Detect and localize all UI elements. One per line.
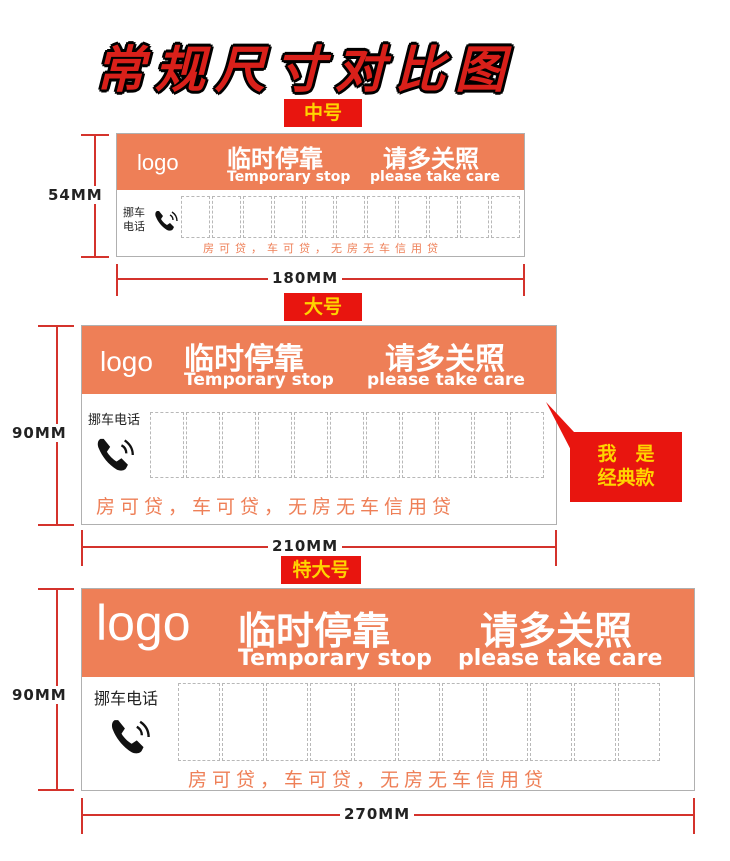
- width-label-xlarge: 270MM: [340, 805, 415, 823]
- digit-slot[interactable]: [366, 412, 400, 478]
- digit-slot[interactable]: [402, 412, 436, 478]
- digit-slot[interactable]: [305, 196, 334, 238]
- card-header: logo 临时停靠 请多关照 Temporary stop please tak…: [82, 589, 694, 677]
- header-cn-b: 请多关照: [385, 342, 505, 377]
- header-cn-a: 临时停靠: [227, 145, 323, 173]
- digit-slot[interactable]: [294, 412, 328, 478]
- card-header: logo 临时停靠 请多关照 Temporary stop please tak…: [117, 134, 524, 190]
- dim-tick: [38, 789, 74, 791]
- digit-slot[interactable]: [181, 196, 210, 238]
- card-large: logo 临时停靠 请多关照 Temporary stop please tak…: [81, 325, 557, 525]
- dim-tick: [81, 798, 83, 834]
- logo-text: logo: [100, 346, 153, 377]
- header-en-b: please take care: [370, 169, 501, 185]
- logo-text: logo: [137, 150, 179, 175]
- digit-slot[interactable]: [243, 196, 272, 238]
- size-tag-large: 大号: [284, 293, 362, 321]
- header-cn-a: 临时停靠: [238, 609, 391, 653]
- digit-slot[interactable]: [442, 683, 484, 761]
- digit-slot[interactable]: [186, 412, 220, 478]
- dim-tick: [555, 530, 557, 566]
- footer-slogan: 房可贷，车可贷，无房无车信用贷: [188, 769, 549, 791]
- callout-line2: 经典款: [597, 467, 655, 489]
- digit-slot[interactable]: [274, 196, 303, 238]
- call-label: 挪车电话: [88, 413, 141, 428]
- dim-tick: [523, 264, 525, 296]
- digit-slot[interactable]: [354, 683, 396, 761]
- classic-badge: 我 是 经典款: [570, 432, 682, 502]
- digit-slot[interactable]: [222, 683, 264, 761]
- digit-slot[interactable]: [222, 412, 256, 478]
- digit-slot[interactable]: [491, 196, 520, 238]
- phone-icon: [97, 438, 134, 471]
- call-label-line1: 挪车: [123, 206, 145, 219]
- height-label-large: 90MM: [12, 424, 67, 442]
- dim-tick: [116, 264, 118, 296]
- height-label-xlarge: 90MM: [12, 686, 67, 704]
- digit-slot[interactable]: [266, 683, 308, 761]
- digit-slot[interactable]: [330, 412, 364, 478]
- digit-slot[interactable]: [474, 412, 508, 478]
- digit-slot[interactable]: [258, 412, 292, 478]
- header-en-a: Temporary stop: [184, 370, 334, 390]
- digit-slot[interactable]: [398, 683, 440, 761]
- call-label-line2: 电话: [123, 220, 145, 233]
- header-cn-a: 临时停靠: [184, 342, 304, 377]
- phone-number-slots: [178, 683, 660, 761]
- header-en-b: please take care: [458, 646, 663, 671]
- header-en-a: Temporary stop: [227, 169, 351, 185]
- height-label-medium: 54MM: [48, 186, 103, 204]
- phone-number-slots: [150, 412, 544, 478]
- digit-slot[interactable]: [574, 683, 616, 761]
- dim-tick: [81, 530, 83, 566]
- page-title: 常规尺寸对比图: [95, 40, 515, 99]
- phone-icon: [155, 211, 178, 231]
- footer-slogan: 房可贷，车可贷，无房无车信用贷: [203, 242, 443, 255]
- digit-slot[interactable]: [178, 683, 220, 761]
- digit-slot[interactable]: [486, 683, 528, 761]
- digit-slot[interactable]: [460, 196, 489, 238]
- dim-tick: [38, 524, 74, 526]
- size-tag-medium: 中号: [284, 99, 362, 127]
- call-label: 挪车电话: [94, 689, 159, 708]
- dim-tick: [81, 256, 109, 258]
- width-label-medium: 180MM: [268, 269, 343, 287]
- logo-text: logo: [96, 595, 191, 651]
- digit-slot[interactable]: [429, 196, 458, 238]
- dim-tick: [693, 798, 695, 834]
- card-xlarge: logo 临时停靠 请多关照 Temporary stop please tak…: [81, 588, 695, 791]
- digit-slot[interactable]: [510, 412, 544, 478]
- header-cn-b: 请多关照: [383, 145, 479, 173]
- digit-slot[interactable]: [530, 683, 572, 761]
- digit-slot[interactable]: [150, 412, 184, 478]
- digit-slot[interactable]: [438, 412, 472, 478]
- digit-slot[interactable]: [398, 196, 427, 238]
- phone-number-slots: [181, 196, 520, 238]
- width-label-large: 210MM: [268, 537, 343, 555]
- size-tag-xlarge: 特大号: [281, 556, 361, 584]
- digit-slot[interactable]: [618, 683, 660, 761]
- header-cn-b: 请多关照: [480, 609, 633, 653]
- card-header: logo 临时停靠 请多关照 Temporary stop please tak…: [82, 326, 556, 394]
- callout-pointer: [546, 402, 574, 456]
- footer-slogan: 房可贷，车可贷，无房无车信用贷: [96, 496, 457, 518]
- digit-slot[interactable]: [212, 196, 241, 238]
- callout-line1: 我 是: [597, 443, 655, 465]
- digit-slot[interactable]: [367, 196, 396, 238]
- header-en-a: Temporary stop: [238, 646, 432, 671]
- phone-icon: [111, 720, 150, 754]
- card-medium: logo 临时停靠 请多关照 Temporary stop please tak…: [116, 133, 525, 257]
- digit-slot[interactable]: [336, 196, 365, 238]
- header-en-b: please take care: [367, 370, 525, 390]
- digit-slot[interactable]: [310, 683, 352, 761]
